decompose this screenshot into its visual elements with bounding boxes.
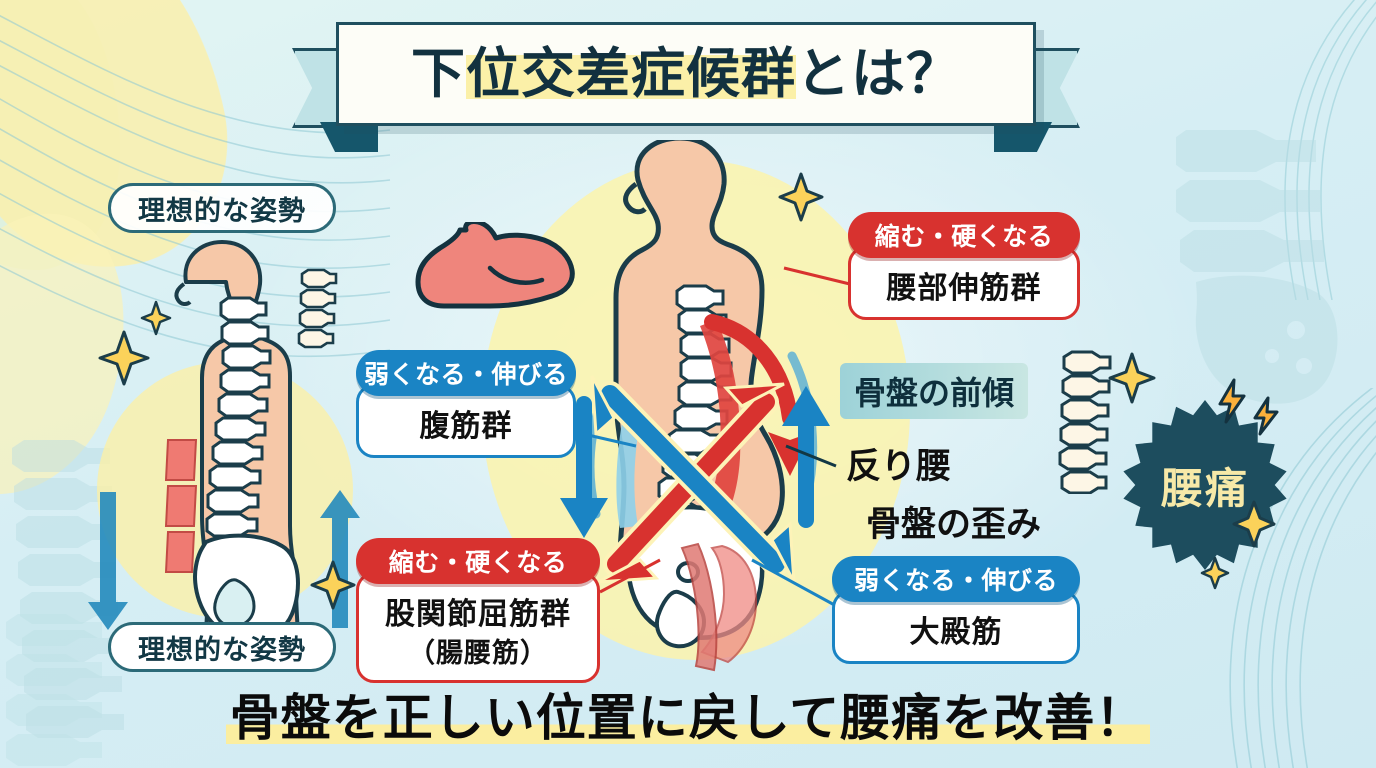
- callout-badge-gluteus-maximus: 弱くなる・伸びる: [832, 556, 1080, 602]
- callout-name-lumbar-extensors: 腰部伸筋群: [886, 272, 1042, 305]
- ideal-posture-label-top: 理想的な姿勢: [108, 183, 336, 233]
- bottom-tagline: 骨盤を正しい位置に戻して腰痛を改善！: [0, 678, 1376, 750]
- sparkle-icon-left-3: [310, 560, 356, 610]
- callout-gluteus-maximus[interactable]: 弱くなる・伸びる 大殿筋: [832, 556, 1080, 664]
- sparkle-icon-right-1: [1108, 352, 1156, 404]
- ideal-posture-text-bottom: 理想的な姿勢: [138, 634, 306, 665]
- pelvic-effect-distortion: 骨盤の歪み: [866, 505, 1042, 544]
- pelvic-effect-sway-back: 反り腰: [846, 447, 952, 486]
- ideal-posture-text-top: 理想的な姿勢: [138, 195, 306, 226]
- callout-badge-lumbar-extensors: 縮む・硬くなる: [848, 212, 1080, 258]
- flexed-bicep-icon: [415, 222, 575, 309]
- callout-body-hip-flexors: 股関節屈筋群 （腸腰筋）: [356, 572, 600, 683]
- lightning-bolt-icon-1: [1218, 378, 1246, 424]
- spine-icon-watermark-bottom-left: [6, 614, 102, 766]
- lower-crossed-syndrome-figure: [482, 140, 910, 672]
- title-highlight: 位交差症候群: [466, 44, 796, 104]
- callout-lumbar-extensors[interactable]: 縮む・硬くなる 腰部伸筋群: [848, 212, 1080, 320]
- callout-badge-abdominals: 弱くなる・伸びる: [356, 350, 576, 396]
- pelvic-tilt-label: 骨盤の前傾: [840, 363, 1029, 419]
- callout-abdominals[interactable]: 弱くなる・伸びる 腹筋群: [356, 350, 576, 458]
- callout-name-hip-flexors: 股関節屈筋群: [385, 598, 571, 631]
- callout-badge-hip-flexors: 縮む・硬くなる: [356, 538, 600, 584]
- spine-icon-small-left: [297, 268, 338, 349]
- callout-body-lumbar-extensors: 腰部伸筋群: [848, 246, 1080, 320]
- callout-name-gluteus-maximus: 大殿筋: [909, 616, 1003, 649]
- wave-lines-top-right: [1284, 0, 1376, 300]
- sparkle-icon-right-3: [1200, 556, 1230, 590]
- bottom-tagline-text: 骨盤を正しい位置に戻して腰痛を改善！: [225, 690, 1151, 746]
- callout-sub-hip-flexors: （腸腰筋）: [408, 638, 548, 668]
- title-box: 下位交差症候群とは？: [336, 22, 1036, 126]
- title-suffix: とは？: [796, 44, 961, 104]
- callout-hip-flexors[interactable]: 縮む・硬くなる 股関節屈筋群 （腸腰筋）: [356, 538, 600, 683]
- spine-icon-watermark-left: [12, 440, 124, 738]
- title-ribbon: 下位交差症候群とは？: [292, 22, 1080, 152]
- lightning-bolt-icon-2: [1253, 396, 1279, 436]
- wave-lines-bottom-right: [1229, 388, 1376, 768]
- spine-icon-right: [1058, 350, 1112, 494]
- sparkle-icon-left-1: [98, 330, 150, 386]
- page-title: 下位交差症候群とは？: [411, 44, 961, 104]
- pain-label: 腰痛: [1160, 464, 1249, 512]
- callout-name-abdominals: 腹筋群: [419, 410, 513, 443]
- title-prefix: 下: [411, 44, 466, 104]
- spine-icon-watermark-right: [1176, 130, 1338, 404]
- sparkle-icon-left-2: [140, 300, 172, 336]
- sparkle-icon-right-2: [1232, 500, 1276, 548]
- sparkle-icon-center-top: [778, 172, 824, 222]
- ideal-posture-label-bottom: 理想的な姿勢: [108, 622, 336, 672]
